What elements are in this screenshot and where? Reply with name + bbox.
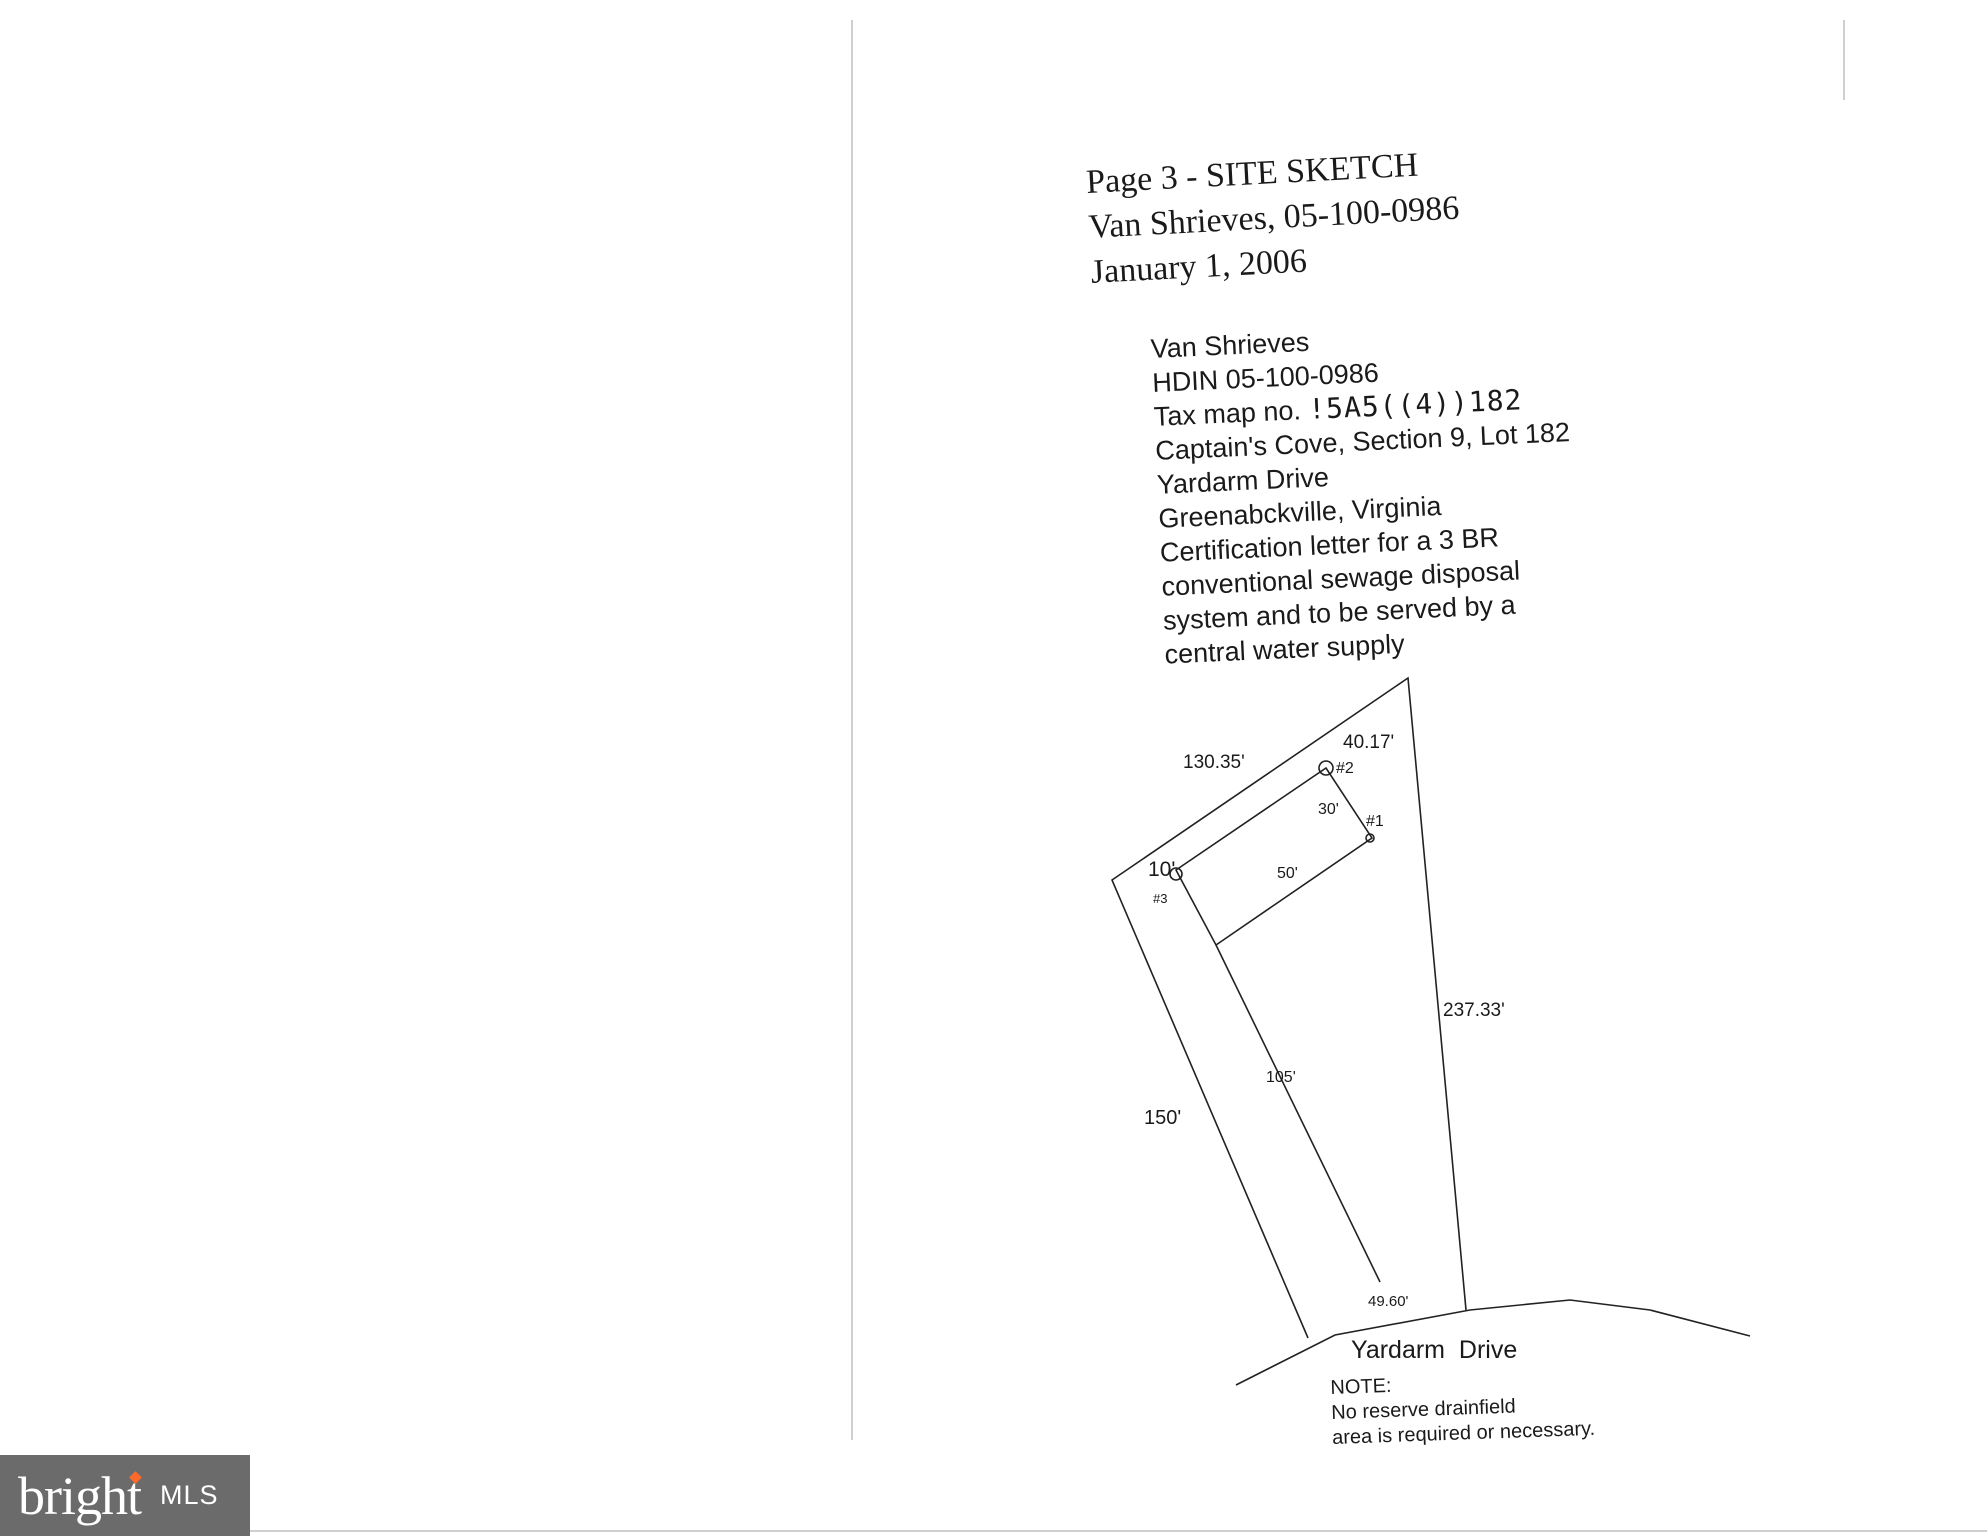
point-2-marker xyxy=(1318,760,1334,776)
dim-drainfield-length: 50' xyxy=(1277,865,1298,882)
point-1-label: #1 xyxy=(1366,813,1384,830)
dim-setback: 10' xyxy=(1148,858,1175,881)
road-label: Yardarm Drive xyxy=(1351,1336,1517,1364)
point-3-marker xyxy=(1169,867,1183,881)
dim-west-side: 150' xyxy=(1144,1107,1181,1129)
dim-drainfield-width: 30' xyxy=(1318,801,1339,818)
page-fold-left xyxy=(851,20,853,1440)
point-2-label: #2 xyxy=(1336,760,1354,777)
logo-wordmark: bright xyxy=(18,1465,142,1526)
dim-north-side: 40.17' xyxy=(1343,732,1394,753)
page-bottom-edge xyxy=(0,1530,1987,1532)
dim-northwest-side: 130.35' xyxy=(1183,752,1245,773)
logo-suffix: MLS xyxy=(160,1480,219,1510)
dim-east-side: 237.33' xyxy=(1443,1000,1505,1021)
page-fold-right xyxy=(1843,20,1845,100)
yardarm-drive-edge xyxy=(1235,1299,1751,1386)
point-3-label: #3 xyxy=(1153,891,1167,906)
drainfield-outline xyxy=(1174,766,1374,947)
lot-boundary xyxy=(1111,676,1467,1339)
dim-road-frontage: 49.60' xyxy=(1368,1293,1409,1310)
bright-mls-logo: bright MLS xyxy=(0,1455,250,1536)
note: NOTE: No reserve drainfield area is requ… xyxy=(1330,1367,1596,1451)
dim-drainfield-to-road: 105' xyxy=(1266,1069,1296,1086)
drainfield-to-road-line xyxy=(1215,944,1381,1283)
point-1-marker xyxy=(1365,833,1375,843)
